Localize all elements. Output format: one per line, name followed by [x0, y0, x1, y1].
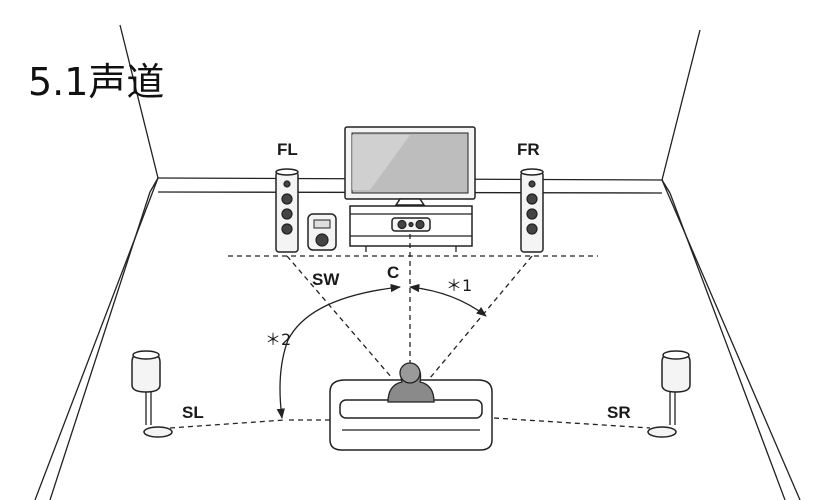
label-sw: SW [312, 270, 340, 289]
right-floor-edge-inner [669, 192, 786, 500]
left-floor-edge-inner [49, 191, 151, 500]
center-speaker [391, 217, 431, 232]
fr-to-listener-line [429, 255, 533, 379]
sl-to-listener-line [169, 419, 286, 429]
fl-to-listener-line [286, 255, 393, 379]
diagram-title: 5.1声道 [28, 60, 164, 104]
front-left-speaker [275, 168, 299, 253]
label-fl: FL [277, 140, 298, 159]
label-fr: FR [517, 140, 540, 159]
angle-arc-1 [408, 283, 487, 317]
left-wall-corner-line [119, 24, 159, 179]
sr-to-listener-line [493, 417, 651, 429]
subwoofer [307, 213, 337, 251]
label-angle-1: ＊1 [446, 276, 472, 295]
surround-left-speaker [131, 350, 173, 438]
listener [387, 362, 435, 403]
label-angle-2: ＊2 [265, 330, 291, 349]
front-right-speaker [520, 168, 544, 253]
right-wall-corner-line [661, 29, 701, 181]
label-c: C [387, 263, 399, 282]
label-sl: SL [182, 403, 204, 422]
sofa [329, 379, 493, 451]
label-sr: SR [607, 403, 631, 422]
surround-right-speaker [647, 350, 691, 438]
tv [344, 126, 476, 206]
angle-arc-2 [276, 283, 402, 420]
left-floor-edge-outer [34, 177, 159, 500]
